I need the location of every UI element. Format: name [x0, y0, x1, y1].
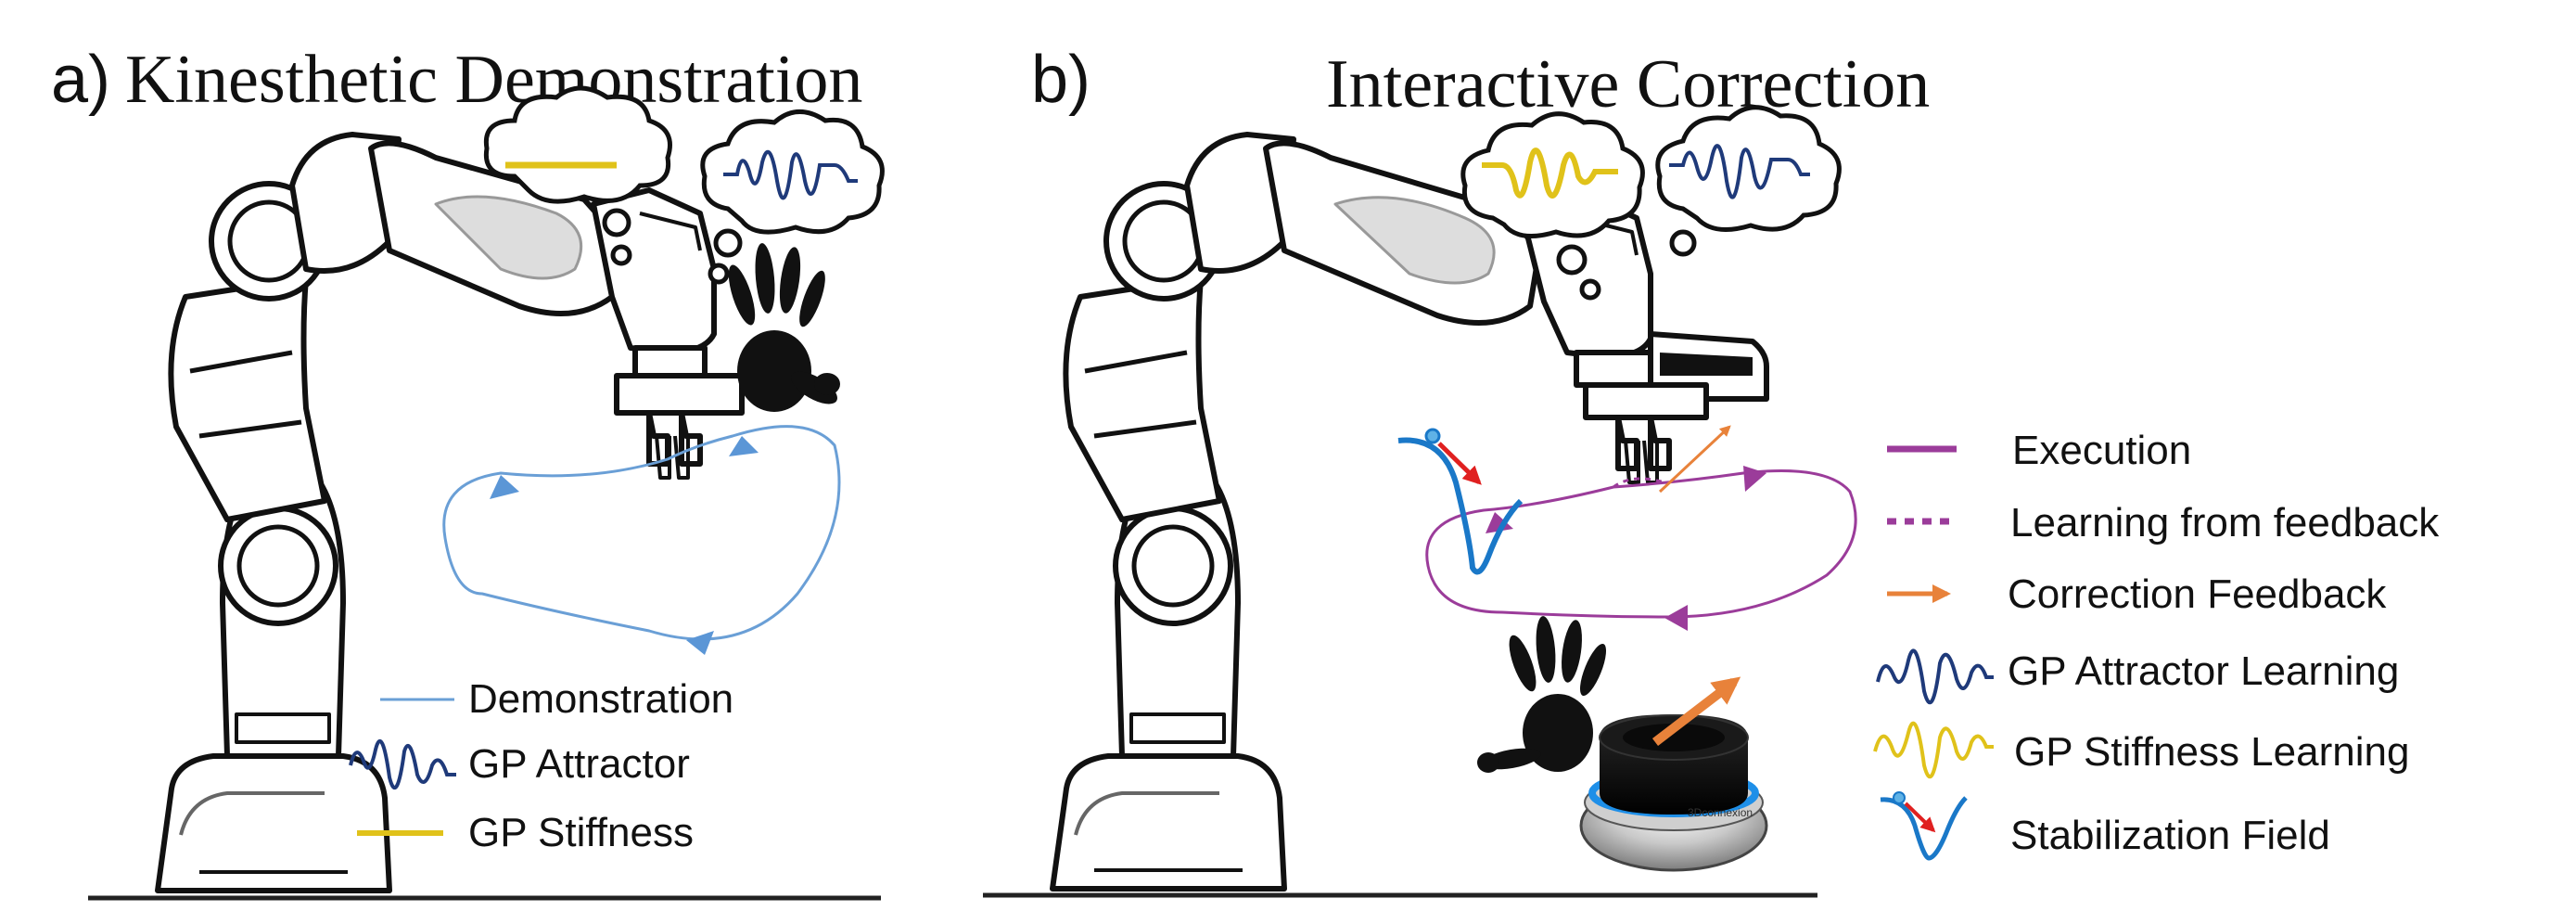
- thought-bubble-stiffness-b: [1460, 111, 1645, 301]
- panel-b-label: b): [1031, 43, 1090, 117]
- panel-b-title: Interactive Correction: [1326, 46, 1930, 122]
- legend-a: Demonstration GP Attractor GP Stiffness: [349, 676, 733, 855]
- device-brand-text: 3Dconnexion: [1688, 806, 1753, 819]
- spacemouse-device: 3Dconnexion: [1579, 676, 1768, 872]
- hand-icon-a: [728, 243, 840, 412]
- legend-b: Execution Learning from feedback Correct…: [1873, 428, 2440, 861]
- attractor-curve-b: [1669, 144, 1810, 199]
- legend-gp-attractor-swatch: [349, 738, 456, 790]
- robot-a-base: [155, 753, 392, 893]
- robot-a-flange: [632, 345, 708, 379]
- legend-learning-feedback-label: Learning from feedback: [2010, 500, 2440, 545]
- legend-gp-attractor-learning-swatch: [1876, 648, 1994, 705]
- panel-a-title: Kinesthetic Demonstration: [125, 42, 862, 118]
- panel-a-label: a): [51, 43, 110, 117]
- legend-stabilization-field-swatch: [1880, 791, 1968, 861]
- legend-gp-attractor-label: GP Attractor: [468, 741, 690, 787]
- robot-b-flange: [1574, 350, 1653, 388]
- legend-gp-stiffness-learning-swatch: [1873, 721, 1994, 779]
- execution-arrow-1: [1486, 512, 1513, 533]
- robot-arm-a: [155, 132, 745, 893]
- robot-b-middle-link: [1063, 276, 1222, 522]
- robot-b-gripper: [1583, 382, 1709, 420]
- attractor-curve-a: [723, 149, 858, 200]
- demo-arrow-3: [686, 631, 714, 655]
- legend-gp-attractor-learning-label: GP Attractor Learning: [2008, 648, 2399, 694]
- panel-b: b) Interactive Correction: [983, 43, 2440, 898]
- correction-arrow-device: [1651, 676, 1741, 746]
- hand-icon-b: [1477, 616, 1606, 773]
- learning-feedback-dots: [1613, 477, 1665, 489]
- execution-arrow-2: [1743, 466, 1766, 492]
- legend-gp-stiffness-label: GP Stiffness: [468, 810, 694, 855]
- stiffness-curve-b: [1482, 148, 1618, 199]
- panel-a: a) Kinesthetic Demonstration: [51, 42, 885, 901]
- correction-arrow-small: [1658, 425, 1731, 494]
- legend-gp-stiffness-learning-label: GP Stiffness Learning: [2014, 729, 2409, 775]
- robot-b-base: [1050, 753, 1287, 892]
- legend-execution-label: Execution: [2012, 428, 2191, 473]
- thought-bubble-attractor-b: [1655, 105, 1842, 257]
- robot-a-middle-link: [168, 276, 327, 522]
- stabilization-field-icon: [1397, 428, 1524, 575]
- thought-bubble-attractor-a: [700, 109, 885, 285]
- robot-a-gripper: [614, 373, 745, 416]
- thought-bubble-stiffness-a: [483, 85, 672, 266]
- demonstration-trajectory: [442, 425, 841, 641]
- legend-correction-feedback-label: Correction Feedback: [2008, 571, 2387, 617]
- legend-stabilization-field-label: Stabilization Field: [2010, 813, 2330, 858]
- demo-arrow-1: [490, 475, 519, 499]
- demo-arrow-2: [729, 436, 759, 456]
- legend-demonstration-label: Demonstration: [468, 676, 733, 722]
- execution-arrow-3: [1664, 605, 1688, 631]
- robot-arm-b: [1050, 132, 1769, 892]
